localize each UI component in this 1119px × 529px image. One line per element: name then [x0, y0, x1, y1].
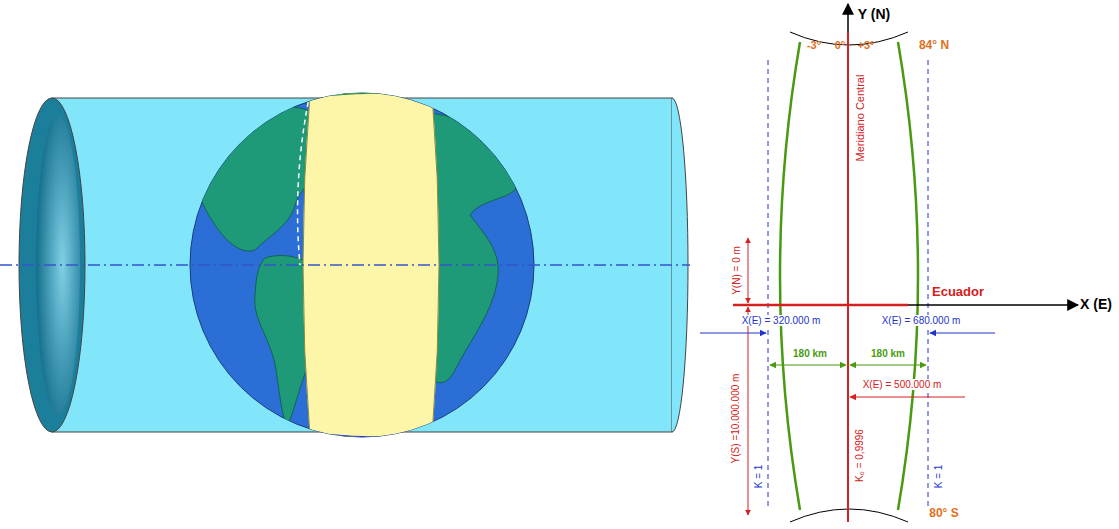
distance-label: 180 km — [870, 348, 906, 359]
longitude-label: 0° — [834, 39, 847, 51]
scale-factor-label: K = 1 — [933, 463, 944, 489]
equator-label: Ecuador — [931, 285, 985, 299]
coordinate-label: X(E) = 320.000 m — [741, 315, 822, 326]
utm-zone — [700, 4, 1078, 522]
coordinate-label: X(E) = 680.000 m — [881, 315, 962, 326]
scale-factor-label: K = 1 — [753, 463, 764, 489]
globe — [190, 89, 534, 439]
distance-label: 180 km — [792, 348, 828, 359]
axis-label: Y (N) — [857, 7, 891, 22]
coordinate-label: Y(S) =10.000.000 m — [731, 372, 742, 464]
axis-label: X (E) — [1079, 297, 1113, 312]
meridian-label: Meridiano Central — [854, 74, 866, 163]
latitude-label: 84° N — [918, 39, 950, 52]
coordinate-label: Y(N) = 0 m — [731, 245, 742, 296]
coordinate-label: X(E) = 500.000 m — [862, 379, 943, 390]
latitude-label: 80° S — [928, 507, 959, 520]
scale-factor-label: K₀ = 0,9996 — [854, 428, 865, 483]
longitude-label: +3° — [857, 39, 876, 51]
longitude-label: -3° — [806, 39, 822, 51]
axis-line — [0, 264, 690, 266]
